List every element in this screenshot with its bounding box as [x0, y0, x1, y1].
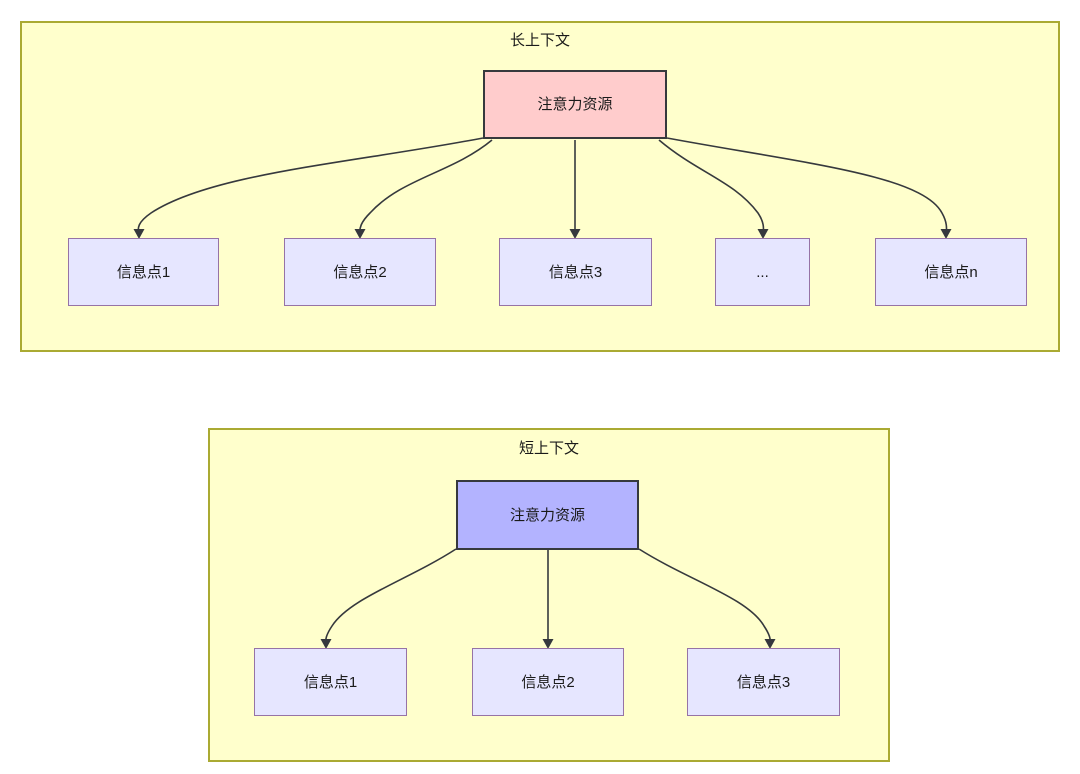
panel-long-context-title: 长上下文 — [509, 32, 570, 49]
edge-attention-to-info-n — [666, 137, 952, 239]
node-info-point-n-long-label: 信息点n — [924, 263, 978, 281]
node-attention-resource-short-label: 注意力资源 — [509, 506, 585, 524]
panel-short-context-title: 短上下文 — [518, 440, 579, 457]
edge-attention-to-info-2-short — [542, 550, 554, 649]
node-info-point-3-long-label: 信息点3 — [548, 263, 603, 281]
node-info-point-2-short[interactable]: 信息点2 — [472, 648, 624, 716]
edge-attention-to-info-3-short — [638, 548, 776, 649]
node-attention-resource-long-label: 注意力资源 — [537, 96, 613, 113]
edge-attention-to-info-1 — [133, 137, 484, 239]
node-info-point-3-long[interactable]: 信息点3 — [499, 238, 652, 306]
node-info-point-2-short-label: 信息点2 — [521, 673, 575, 691]
panel-short-context: 短上下文 注意力资源 信息点1 信息点2 — [208, 428, 890, 762]
edge-attention-to-info-2 — [354, 139, 493, 239]
node-info-point-1-short[interactable]: 信息点1 — [254, 648, 407, 716]
edge-attention-to-info-1-short — [320, 548, 457, 649]
panel-long-context: 长上下文 — [20, 21, 1060, 352]
edge-attention-to-info-ellipsis — [658, 139, 769, 239]
node-info-point-3-short[interactable]: 信息点3 — [687, 648, 840, 716]
node-info-point-1-long-label: 信息点1 — [116, 263, 171, 281]
node-attention-resource-long[interactable]: 注意力资源 — [483, 70, 667, 139]
node-info-point-n-long[interactable]: 信息点n — [875, 238, 1027, 306]
node-info-point-1-long[interactable]: 信息点1 — [68, 238, 219, 306]
node-info-point-2-long-label: 信息点2 — [333, 263, 387, 281]
node-info-point-1-short-label: 信息点1 — [303, 673, 358, 691]
node-attention-resource-short[interactable]: 注意力资源 — [456, 480, 639, 550]
node-info-point-ellipsis-long[interactable]: ... — [715, 238, 810, 306]
node-info-point-2-long[interactable]: 信息点2 — [284, 238, 436, 306]
node-info-point-ellipsis-long-label: ... — [756, 263, 769, 281]
node-info-point-3-short-label: 信息点3 — [736, 673, 791, 691]
edge-attention-to-info-3 — [569, 140, 581, 239]
